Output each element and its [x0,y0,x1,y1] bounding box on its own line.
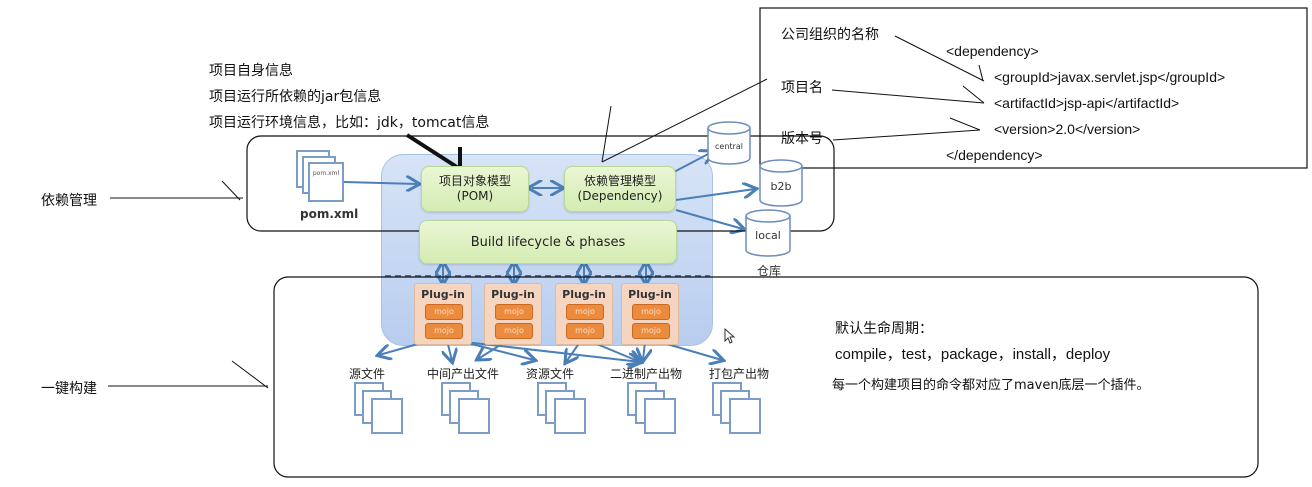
arrow-to-local [675,209,743,229]
label-group-name: 公司组织的名称 [781,27,879,43]
arrow-mojo-to-package [659,341,722,360]
document-stack-icon [712,382,762,434]
mojo: mojo [632,304,670,320]
label-artifact-name: 项目名 [781,80,823,96]
arrow-mojo-to-resource-b [566,341,581,362]
code-version: <version>2.0</version> [994,121,1141,137]
output-resource-files: 资源文件 [526,367,575,381]
build-lifecycle-box: Build lifecycle & phases [419,220,677,264]
mouse-cursor-icon [724,327,736,348]
pom-box-subtitle: (POM) [456,189,494,203]
plugin-label: Plug-in [421,288,465,301]
code-dependency-close: </dependency> [946,147,1043,163]
pom-box-title: 项目对象模型 [438,174,511,188]
code-group-id: <groupId>javax.servlet.jsp</groupId> [994,69,1226,85]
repo-central: central [706,120,752,166]
mojo: mojo [566,304,604,320]
document-stack-icon [627,382,677,434]
repo-b2b: b2b [758,158,804,208]
repo-local-label: local [755,229,781,242]
note-runtime-env: 项目运行环境信息，比如：jdk，tomcat信息 [209,115,490,131]
pointer-group-label [894,35,985,82]
dependency-model-box: 依赖管理模型 (Dependency) [564,166,676,212]
pointer-version-label [832,129,981,141]
dependency-code-panel [759,7,1308,169]
note-dependency-jars: 项目运行所依赖的jar包信息 [209,89,382,105]
output-source-files: 源文件 [349,367,386,381]
mojo: mojo [425,323,463,339]
pom-file-icon: pom.xml [296,150,346,202]
plugin-label: Plug-in [628,288,672,301]
plugin-3: Plug-in mojo mojo [555,283,613,345]
arrow-to-central [671,152,712,174]
mojo: mojo [495,323,533,339]
plugin-label: Plug-in [562,288,606,301]
document-stack-icon [537,382,587,434]
arrow-pom-file-to-pom [343,182,418,184]
note-project-info: 项目自身信息 [209,63,293,79]
pom-file-label: pom.xml [300,207,359,221]
dependency-box-subtitle: (Dependency) [577,189,663,203]
mojo: mojo [632,323,670,339]
plugin-2: Plug-in mojo mojo [484,283,542,345]
pointer-top-notes [405,133,462,171]
document-stack-icon [441,382,491,434]
plugin-4: Plug-in mojo mojo [621,283,679,345]
repository-caption: 仓库 [757,264,782,278]
plugin-1: Plug-in mojo mojo [414,283,472,345]
pointer-dependency-panel [601,78,768,163]
output-intermediate-files: 中间产出文件 [427,367,500,381]
arrow-mojo-to-binary-b [591,341,640,362]
pointer-artifact-label [831,89,985,104]
mojo: mojo [495,304,533,320]
one-click-build-frame [273,276,1259,478]
lifecycle-phases: compile，test，package，install，deploy [835,346,1111,363]
lifecycle-title: 默认生命周期： [835,321,933,337]
document-stack-icon [354,382,404,434]
repo-b2b-label: b2b [770,180,792,193]
mojo: mojo [425,304,463,320]
label-one-click-build: 一键构建 [41,381,97,397]
label-dependency-management: 依赖管理 [41,193,97,209]
mojo: mojo [566,323,604,339]
label-version: 版本号 [781,131,823,147]
output-package-artifacts: 打包产出物 [709,367,770,381]
dependency-box-title: 依赖管理模型 [583,174,656,188]
repo-local: local [744,208,792,258]
arrow-to-b2b [675,189,755,201]
code-artifact-id: <artifactId>jsp-api</artifactId> [994,95,1180,111]
code-dependency-open: <dependency> [946,43,1039,59]
repo-central-label: central [715,142,743,151]
arrow-mojo-to-binary-c [643,341,645,360]
lifecycle-description: 每一个构建项目的命令都对应了maven底层一个插件。 [832,378,1150,393]
plugin-label: Plug-in [491,288,535,301]
pom-model-box: 项目对象模型 (POM) [421,166,529,212]
build-lifecycle-label: Build lifecycle & phases [470,234,626,250]
output-binary-artifacts: 二进制产出物 [610,367,683,381]
